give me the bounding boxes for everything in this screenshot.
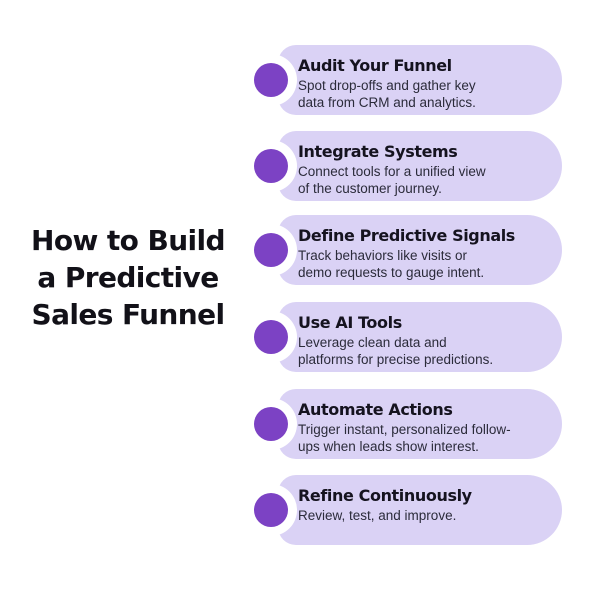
page-title-line: How to Build [31,224,226,257]
step-title: Define Predictive Signals [298,226,515,245]
page-title: How to Build a Predictive Sales Funnel [12,222,244,333]
step-title: Integrate Systems [298,142,458,161]
purple-dot-icon [254,493,288,527]
page-title-line: a Predictive [37,261,219,294]
step-description-line: platforms for precise predictions. [298,351,494,367]
purple-dot-icon [254,407,288,441]
step-description-line: Trigger instant, personalized follow- [298,422,511,437]
step-description-line: Spot drop-offs and gather key [298,78,476,93]
purple-dot-icon [254,320,288,354]
step-card-integrate-systems: Integrate Systems Connect tools for a un… [278,131,562,201]
step-description: Leverage clean data and platforms for pr… [298,335,550,368]
purple-dot-icon [254,149,288,183]
step-row-2: Integrate Systems Connect tools for a un… [0,131,600,201]
page-title-line: Sales Funnel [31,298,226,331]
step-description-line: demo requests to gauge intent. [298,264,485,280]
step-card-audit-your-funnel: Audit Your Funnel Spot drop-offs and gat… [278,45,562,115]
step-row-1: Audit Your Funnel Spot drop-offs and gat… [0,45,600,115]
step-title: Use AI Tools [298,313,402,332]
step-description: Trigger instant, personalized follow- up… [298,422,550,455]
purple-dot-icon [254,63,288,97]
step-title: Refine Continuously [298,486,472,505]
step-title: Automate Actions [298,400,453,419]
step-description-line: Review, test, and improve. [298,508,457,523]
step-description-line: Connect tools for a unified view [298,164,486,179]
step-row-5: Automate Actions Trigger instant, person… [0,389,600,459]
step-description-line: ups when leads show interest. [298,438,479,454]
step-description: Review, test, and improve. [298,508,550,525]
step-row-6: Refine Continuously Review, test, and im… [0,475,600,545]
step-card-automate-actions: Automate Actions Trigger instant, person… [278,389,562,459]
step-row-4: Use AI Tools Leverage clean data and pla… [0,302,600,372]
step-card-refine-continuously: Refine Continuously Review, test, and im… [278,475,562,545]
step-description-line: data from CRM and analytics. [298,94,476,110]
step-description-line: Track behaviors like visits or [298,248,468,263]
step-description: Track behaviors like visits or demo requ… [298,248,550,281]
step-card-use-ai-tools: Use AI Tools Leverage clean data and pla… [278,302,562,372]
step-card-define-predictive-signals: Define Predictive Signals Track behavior… [278,215,562,285]
step-row-3: Define Predictive Signals Track behavior… [0,215,600,285]
step-description: Spot drop-offs and gather key data from … [298,78,550,111]
purple-dot-icon [254,233,288,267]
step-description: Connect tools for a unified view of the … [298,164,550,197]
step-description-line: Leverage clean data and [298,335,447,350]
step-title: Audit Your Funnel [298,56,452,75]
step-description-line: of the customer journey. [298,180,442,196]
